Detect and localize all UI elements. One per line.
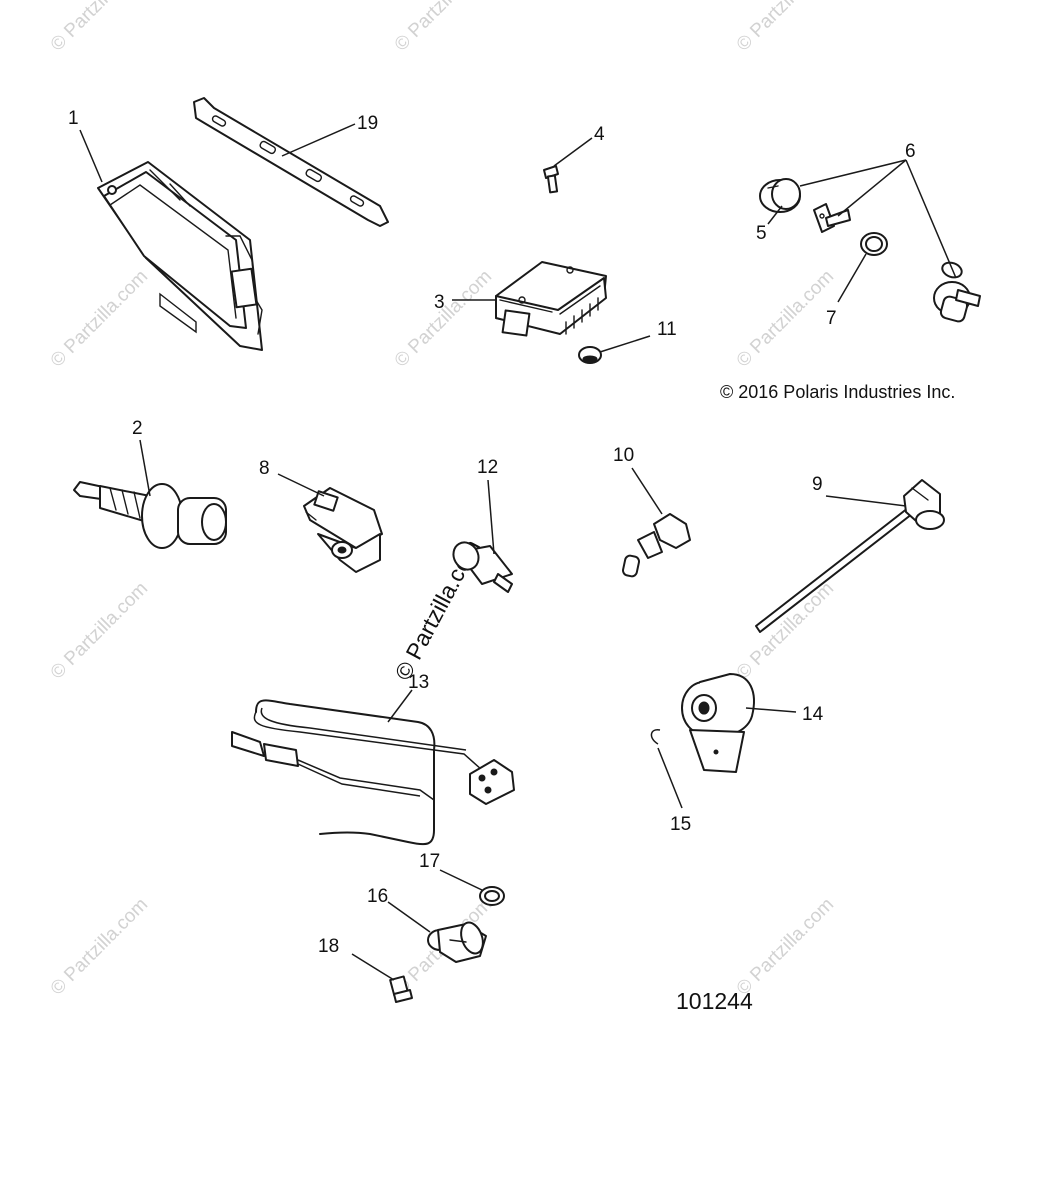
part-8-map-sensor[interactable] xyxy=(303,487,383,573)
callout-17: 17 xyxy=(419,851,440,872)
part-11-plug[interactable] xyxy=(578,346,602,364)
copyright-notice: © 2016 Polaris Industries Inc. xyxy=(720,382,955,402)
reference-number: 101244 xyxy=(676,988,753,1014)
part-12-sensor[interactable] xyxy=(449,538,513,593)
watermark: © Partzilla.com xyxy=(733,894,838,999)
callout-8: 8 xyxy=(259,458,270,479)
watermark: © Partzilla.com xyxy=(733,266,838,371)
watermark: © Partzilla.com xyxy=(47,894,152,999)
part-7-washer[interactable] xyxy=(860,232,888,256)
part-14-knock-sensor[interactable] xyxy=(681,673,755,773)
part-4-screw[interactable] xyxy=(543,165,559,194)
watermark: © Partzilla.com xyxy=(733,0,838,56)
callout-4: 4 xyxy=(594,124,605,145)
callout-18: 18 xyxy=(318,936,339,957)
callout-6: 6 xyxy=(905,141,916,162)
callout-2: 2 xyxy=(132,418,143,439)
watermark: © Partzilla.com xyxy=(47,0,152,56)
callout-15: 15 xyxy=(670,814,691,835)
callout-14: 14 xyxy=(802,704,824,725)
watermark: © Partzilla.com xyxy=(391,266,496,371)
callout-3: 3 xyxy=(434,292,445,313)
watermark: © Partzilla.com xyxy=(47,266,152,371)
part-1-ecu[interactable] xyxy=(97,161,263,351)
part-17-oring[interactable] xyxy=(479,886,505,906)
part-13-harness[interactable] xyxy=(231,699,515,846)
part-6-switch[interactable] xyxy=(933,260,981,323)
watermark: © Partzilla.com xyxy=(47,578,152,683)
watermark: © Partzilla.com xyxy=(391,0,496,56)
callouts: 1 2 3 4 5 6 7 8 9 10 11 12 13 14 15 16 1… xyxy=(68,108,916,957)
callout-1: 1 xyxy=(68,108,79,129)
part-9-probe[interactable] xyxy=(755,479,945,633)
part-10-temp-sensor[interactable] xyxy=(622,513,691,578)
part-6-tab[interactable] xyxy=(813,203,851,233)
part-2-sensor[interactable] xyxy=(73,481,227,549)
callout-5: 5 xyxy=(756,223,767,244)
part-16-elbow[interactable] xyxy=(427,920,487,963)
callout-19: 19 xyxy=(357,113,378,134)
callout-7: 7 xyxy=(826,308,837,329)
callout-9: 9 xyxy=(812,474,823,495)
callout-13: 13 xyxy=(408,672,429,693)
part-18-bolt[interactable] xyxy=(389,975,413,1003)
part-3-module[interactable] xyxy=(495,261,607,337)
leader-lines xyxy=(79,123,957,981)
part-15-clip[interactable] xyxy=(650,729,661,745)
part-5-cap[interactable] xyxy=(759,178,801,213)
callout-12: 12 xyxy=(477,457,498,478)
callout-10: 10 xyxy=(613,445,634,466)
callout-16: 16 xyxy=(367,886,388,907)
watermark: © Partzilla.com xyxy=(733,578,838,683)
callout-11: 11 xyxy=(657,319,677,340)
part-19-bracket[interactable] xyxy=(193,97,389,227)
